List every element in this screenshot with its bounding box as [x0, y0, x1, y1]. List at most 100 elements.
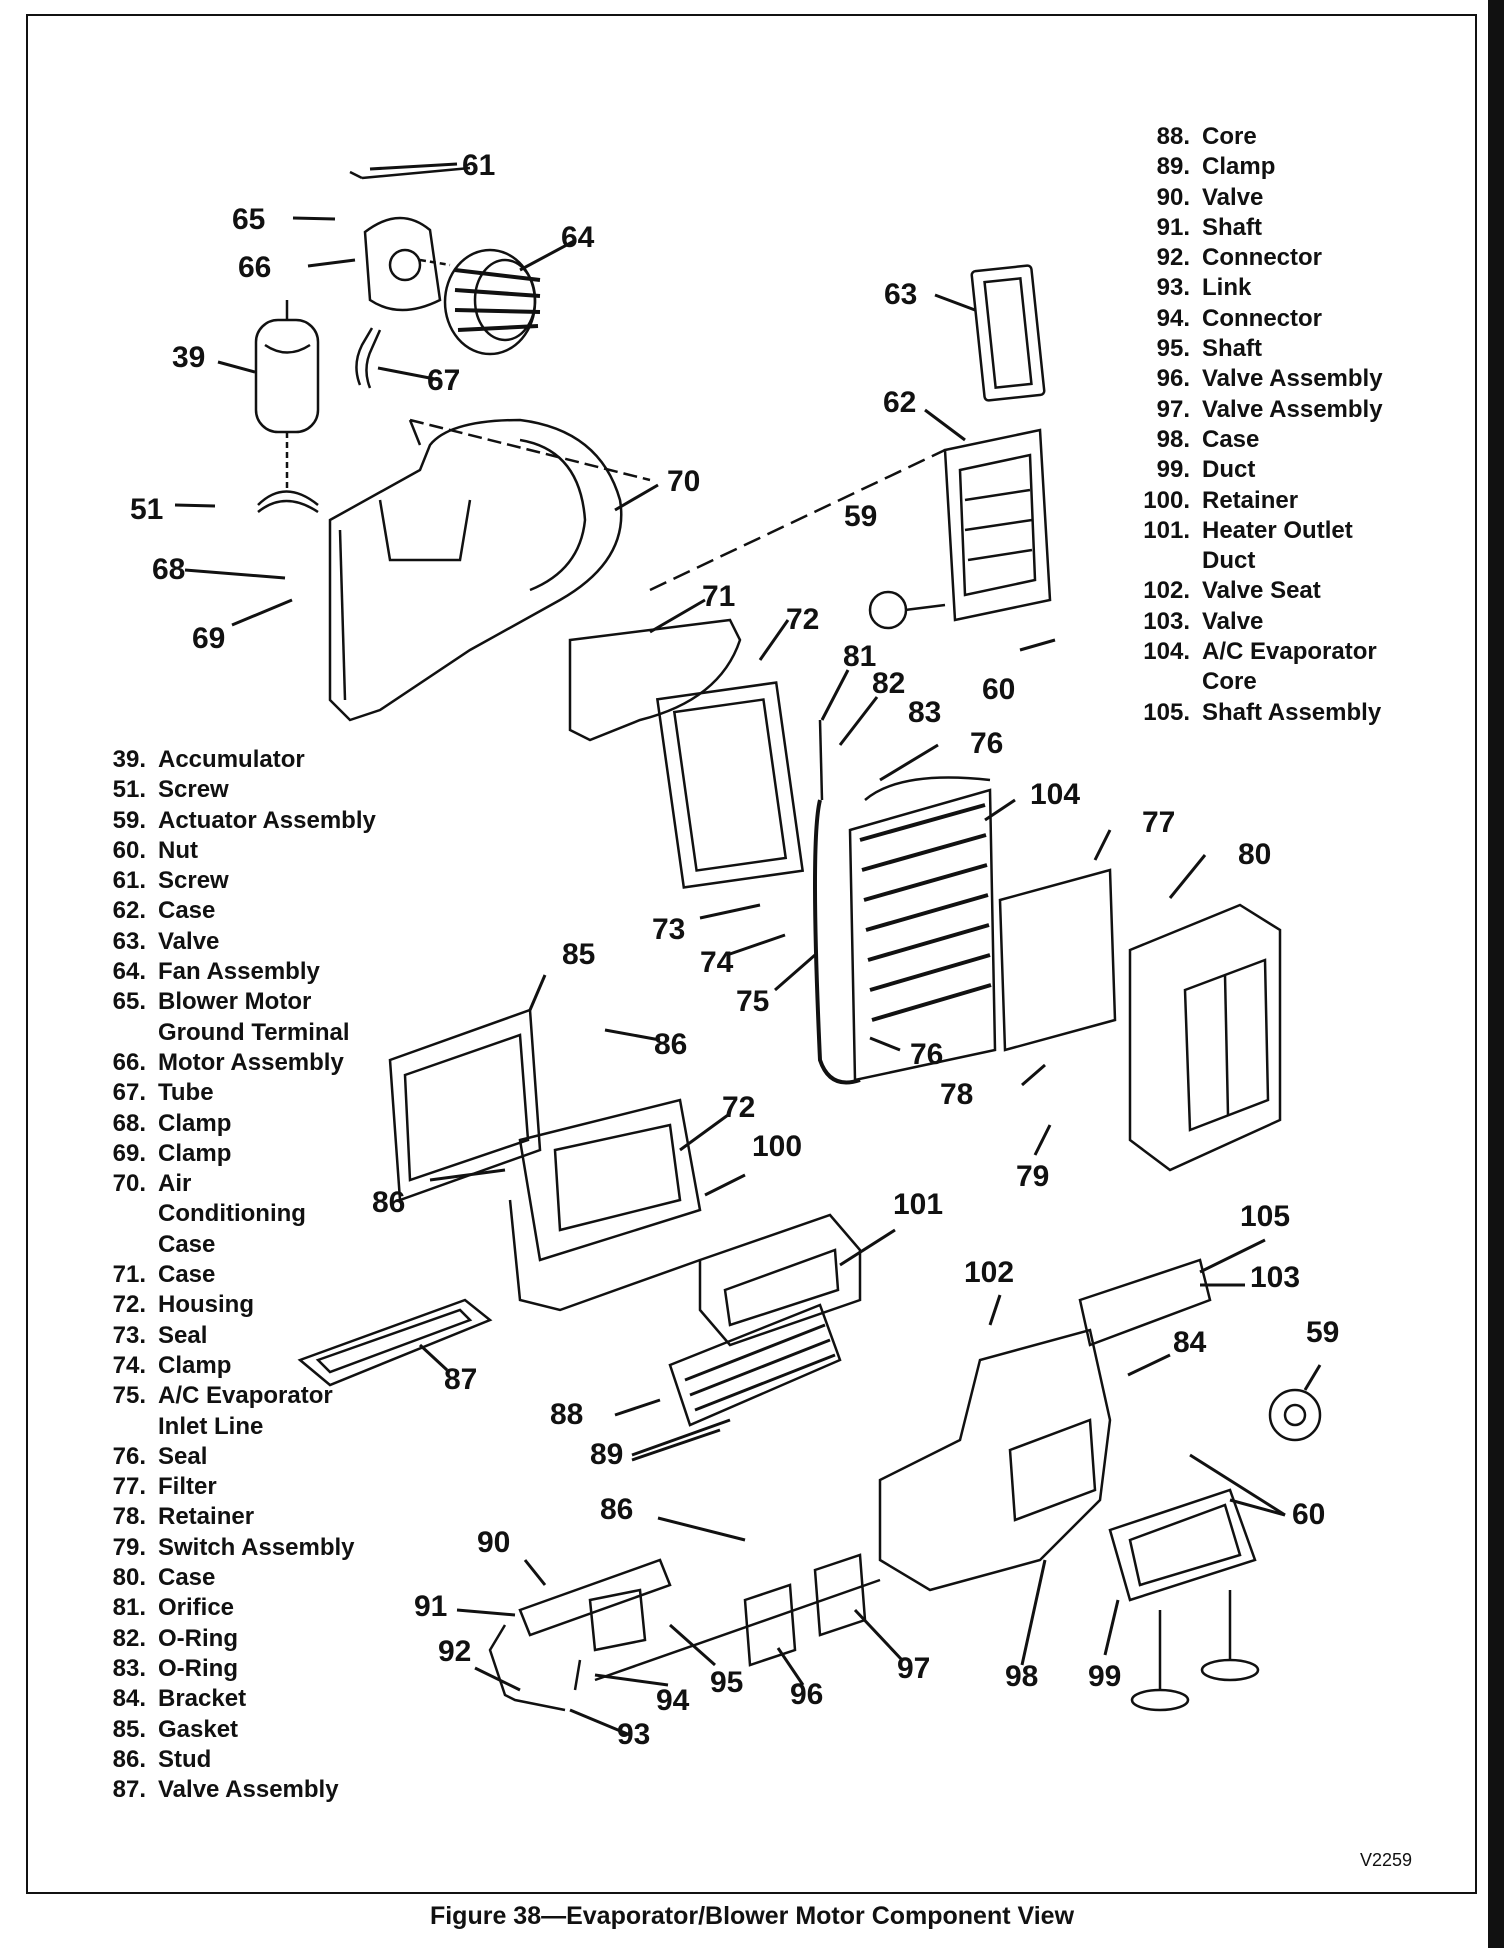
legend-label: Connector — [1202, 244, 1322, 272]
callout-96: 96 — [790, 1678, 824, 1711]
callout-76-top: 76 — [970, 727, 1004, 760]
callout-103: 103 — [1250, 1261, 1301, 1294]
legend-label: Shaft Assembly — [1202, 698, 1382, 726]
legend-item: 87.Valve Assembly — [78, 1775, 398, 1805]
housing-frame-part — [655, 681, 805, 889]
legend-label: Clamp — [158, 1351, 232, 1379]
legend-item: 51. Screw — [78, 775, 398, 805]
legend-number: 78. — [112, 1503, 146, 1531]
legend-number: 39. — [112, 746, 146, 773]
legend-label: Valve Assembly — [1202, 395, 1383, 423]
callout-66: 66 — [238, 251, 272, 284]
callout-63: 63 — [884, 278, 918, 311]
legend-label: Core — [1202, 123, 1257, 150]
air-conditioning-case-part — [328, 418, 651, 722]
legend-item: 66.Motor Assembly — [78, 1048, 398, 1078]
legend-label: Air Conditioning Case — [158, 1170, 306, 1258]
legend-number: 80. — [112, 1564, 146, 1592]
callout-60-bottom: 60 — [1292, 1498, 1326, 1531]
case-71-part — [568, 618, 742, 742]
callout-82: 82 — [872, 667, 906, 700]
legend-item: 65.Blower Motor Ground Terminal — [78, 987, 398, 1048]
legend-label: Heater Outlet Duct — [1202, 516, 1353, 575]
legend-label: Case — [158, 897, 216, 925]
legend-number: 86. — [112, 1745, 146, 1773]
legend-item: 97.Valve Assembly — [1110, 395, 1432, 425]
legend-item: 99.Duct — [1110, 455, 1432, 485]
legend-number: 51. — [112, 776, 146, 804]
callout-78: 78 — [940, 1078, 974, 1111]
legend-label: Connector — [1202, 304, 1322, 332]
legend-left: 39.Accumulator 51.Screw 59.Actuator Asse… — [78, 745, 398, 1805]
legend-item: 83.O-Ring — [78, 1654, 398, 1684]
callout-92: 92 — [438, 1635, 472, 1668]
legend-right: 88.Core 89.Clamp 90.Valve 91.Shaft 92.Co… — [1110, 122, 1432, 728]
legend-item: 74.Clamp — [78, 1351, 398, 1381]
housing-72-part — [508, 1098, 702, 1312]
heater-outlet-duct-part — [698, 1213, 862, 1347]
legend-item: 63. Valve — [78, 927, 398, 957]
legend-number: 101. — [1143, 516, 1190, 544]
legend-item: 78.Retainer — [78, 1502, 398, 1532]
legend-item: 73.Seal — [78, 1321, 398, 1351]
legend-label: Case — [1202, 425, 1260, 453]
callout-86-bottom: 86 — [600, 1493, 634, 1526]
callout-87: 87 — [444, 1363, 478, 1396]
accumulator-part — [254, 300, 320, 490]
legend-number: 99. — [1156, 456, 1190, 484]
legend-item: 77.Filter — [78, 1472, 398, 1502]
legend-number: 75. — [112, 1382, 146, 1410]
legend-item: 79.Switch Assembly — [78, 1533, 398, 1563]
tube-part — [355, 327, 382, 389]
legend-label: Clamp — [158, 1109, 232, 1137]
callout-88: 88 — [550, 1398, 584, 1431]
legend-label: Housing — [158, 1291, 254, 1319]
callout-74: 74 — [700, 946, 734, 979]
legend-number: 98. — [1156, 425, 1190, 453]
callout-71: 71 — [702, 580, 736, 613]
legend-number: 71. — [112, 1261, 146, 1289]
legend-number: 62. — [112, 897, 146, 925]
legend-item: 82.O-Ring — [78, 1624, 398, 1654]
callout-94: 94 — [656, 1684, 690, 1717]
legend-item: 64.Fan Assembly — [78, 957, 398, 987]
legend-item: 68.Clamp — [78, 1109, 398, 1139]
legend-label: Valve — [158, 927, 220, 955]
legend-number: 79. — [112, 1533, 146, 1561]
legend-number: 72. — [112, 1291, 146, 1319]
legend-number: 90. — [1156, 183, 1190, 211]
legend-item: 86.Stud — [78, 1745, 398, 1775]
legend-number: 63. — [112, 927, 146, 955]
callout-86-middle: 86 — [372, 1186, 406, 1219]
case-98-part — [878, 1328, 1112, 1592]
legend-number: 104. — [1143, 638, 1190, 666]
callout-77: 77 — [1142, 806, 1176, 839]
legend-item: 96.Valve Assembly — [1110, 364, 1432, 394]
legend-item: 88. Core — [1110, 122, 1432, 152]
legend-label: Gasket — [158, 1715, 239, 1743]
legend-label: Screw — [158, 776, 229, 804]
callout-62: 62 — [883, 386, 917, 419]
legend-label: Bracket — [158, 1685, 247, 1713]
callout-60-top: 60 — [982, 673, 1016, 706]
legend-number: 70. — [112, 1170, 146, 1198]
case-62-part — [649, 428, 1052, 622]
screw-61-part — [349, 166, 471, 180]
legend-number: 61. — [112, 867, 146, 895]
legend-label: Actuator Assembly — [158, 806, 376, 834]
legend-item: 92.Connector — [1110, 243, 1432, 273]
legend-label: Screw — [158, 867, 229, 895]
legend-item: 81.Orifice — [78, 1593, 398, 1623]
callout-75: 75 — [736, 985, 770, 1018]
legend-label: Nut — [158, 836, 198, 864]
link-part — [488, 1624, 582, 1712]
legend-label: Valve — [1202, 183, 1264, 211]
legend-item: 95.Shaft — [1110, 334, 1432, 364]
legend-item: 91.Shaft — [1110, 213, 1432, 243]
legend-number: 88. — [1156, 123, 1190, 150]
legend-label: Valve Assembly — [158, 1776, 339, 1804]
legend-item: 70. Air Conditioning Case — [78, 1169, 398, 1260]
legend-number: 85. — [112, 1715, 146, 1743]
legend-number: 73. — [112, 1321, 146, 1349]
